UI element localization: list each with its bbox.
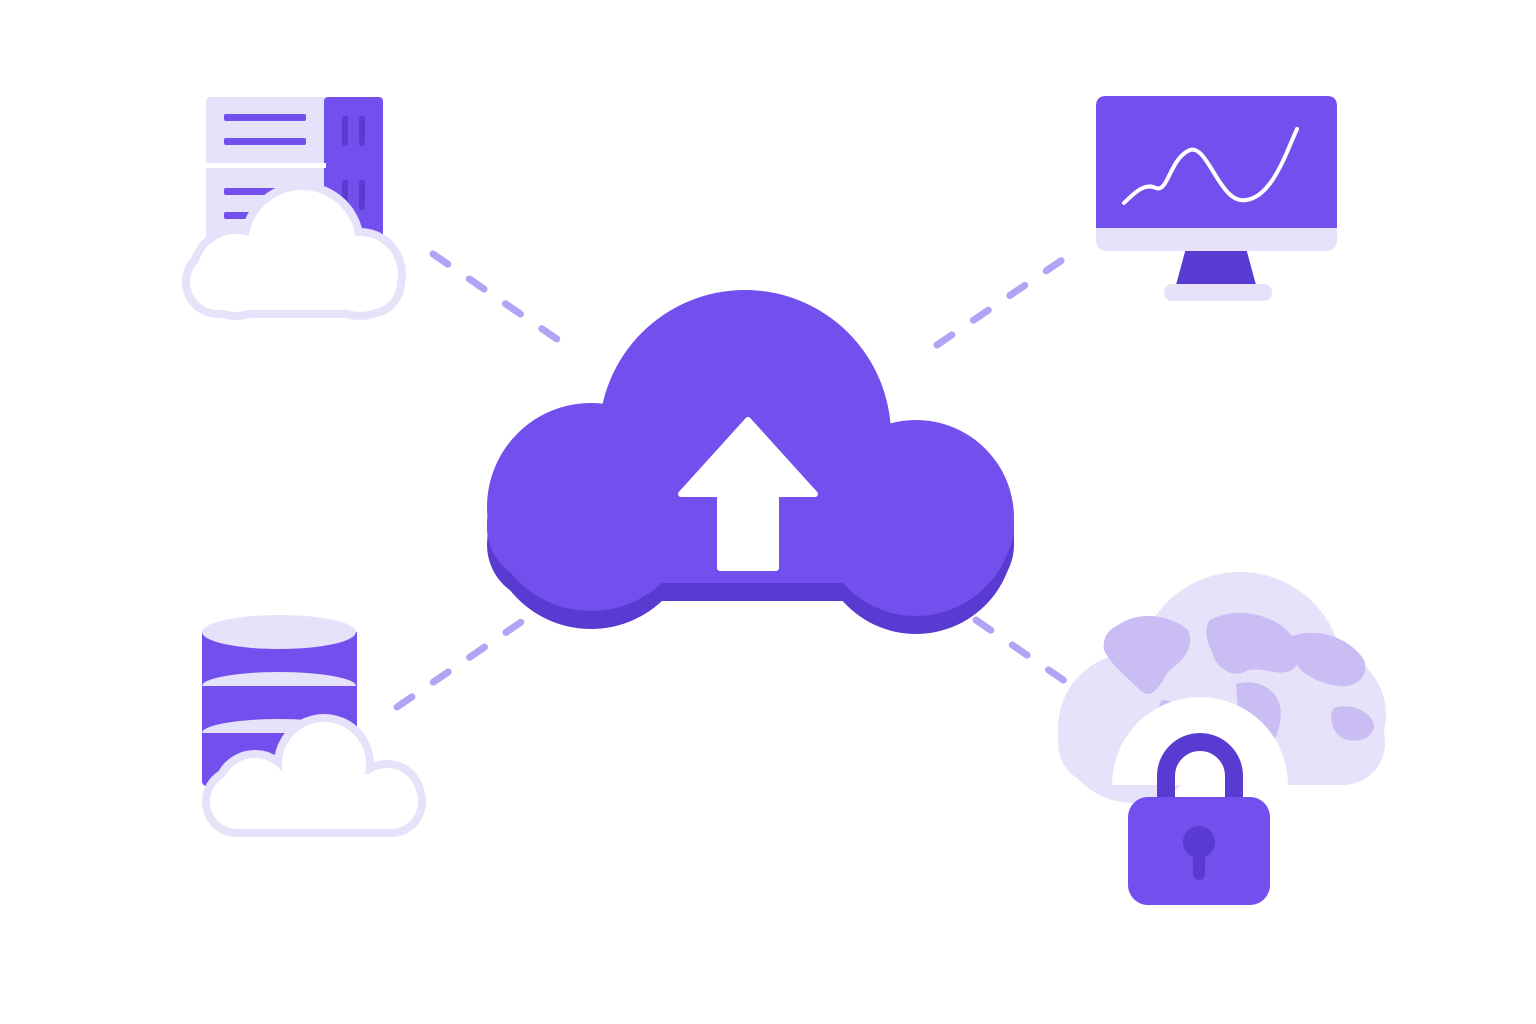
keyhole-icon [1183,826,1215,858]
database-cloud-icon [202,615,426,837]
trend-line-icon [1122,127,1299,205]
lock-shackle-icon [1157,733,1243,817]
connector-database [393,614,531,711]
monitor-chart-icon [1096,96,1337,301]
connectors [393,250,1076,711]
connector-server [429,250,571,350]
upload-arrow-icon [678,417,818,571]
small-cloud-icon [202,714,426,837]
server-cloud-icon [182,97,406,320]
connector-monitor [933,252,1072,349]
cloud-upload-icon [487,290,1014,634]
small-cloud-icon [182,182,406,320]
globe-cloud-lock-icon [1058,572,1386,905]
connector-secure-cloud [972,616,1076,690]
